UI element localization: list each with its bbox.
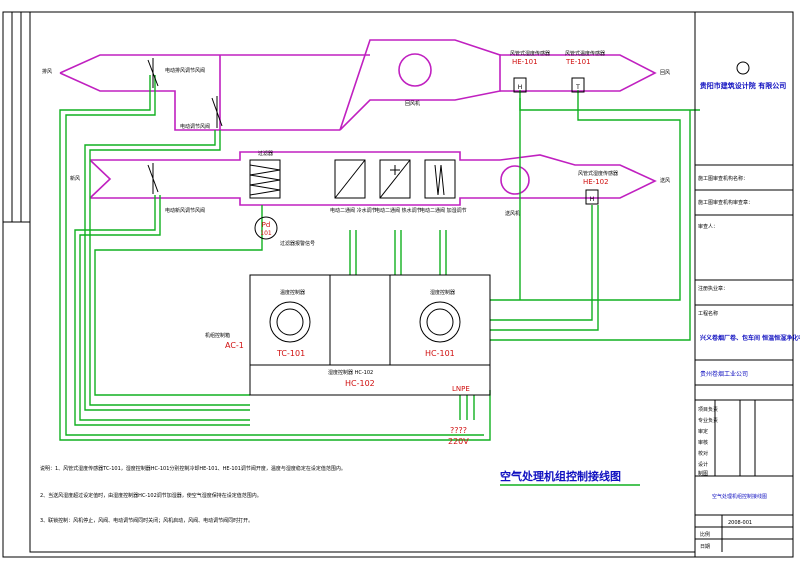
label-lnpe: LNPE bbox=[452, 385, 470, 393]
tag-tc101: TC-101 bbox=[276, 349, 305, 358]
left-margin-stamp bbox=[2, 11, 31, 223]
supply-duct-bottom bbox=[90, 197, 500, 206]
heating-coil-box bbox=[379, 159, 411, 199]
note-3: 3、联锁控制：风机停止，风阀、电动调节阀同时关闭；风机启动，风阀、电动调节阀同时… bbox=[40, 517, 253, 524]
label-exhaust-damper: 电动排风调节风阀 bbox=[165, 67, 205, 74]
tb-role-6: 制图 bbox=[698, 470, 708, 477]
label-heat-coil: 电动二通阀 热水调节 bbox=[375, 207, 422, 214]
temp-sensor-te101 bbox=[571, 77, 585, 93]
tb-number: 2008-001 bbox=[728, 520, 752, 526]
label-filter: 过滤器 bbox=[258, 150, 273, 157]
tag-hc102: HC-102 bbox=[345, 379, 375, 388]
supply-duct-top bbox=[90, 151, 500, 161]
damper-symbols bbox=[147, 58, 223, 194]
control-wiring bbox=[59, 75, 700, 441]
tb-drawing-name: 空气处理机组控制接线图 bbox=[712, 493, 767, 500]
return-fan-icon bbox=[398, 53, 432, 87]
tb-project-label: 工程名称 bbox=[698, 310, 718, 317]
label-humidifier: 电动二通阀 加湿调节 bbox=[420, 207, 467, 214]
tag-pd: Pd bbox=[262, 221, 271, 229]
label-fresh-damper: 电动新风调节风阀 bbox=[165, 207, 205, 214]
tb-row4: 注册执业章： bbox=[698, 285, 728, 292]
tag-te101: TE-101 bbox=[565, 58, 591, 66]
filter-box bbox=[249, 159, 281, 199]
label-voltage-q: ???? bbox=[450, 426, 467, 435]
tag-hc101: HC-101 bbox=[425, 349, 455, 358]
return-fan-housing bbox=[339, 39, 501, 131]
supply-fan-icon bbox=[500, 165, 530, 195]
tb-role-5: 设计 bbox=[698, 461, 708, 468]
label-cool-coil: 电动二通阀 冷水调节 bbox=[330, 207, 377, 214]
exhaust-duct-top bbox=[59, 54, 370, 74]
label-filter-alarm: 过滤器报警信号 bbox=[280, 240, 315, 247]
h-symbol-2: H bbox=[590, 196, 595, 203]
label-voltage: 220V bbox=[448, 437, 469, 446]
tb-row2: 施工图审查机构审查章： bbox=[698, 199, 753, 206]
label-mix-damper: 电动调节风阀 bbox=[180, 123, 210, 130]
company-name: 贵阳市建筑设计院 有限公司 bbox=[700, 81, 786, 90]
tb-role-0: 项目负责 bbox=[698, 406, 718, 413]
humidity-sensor-he102 bbox=[585, 189, 599, 205]
pressure-differential-switch bbox=[254, 216, 278, 240]
tag-pd-101: 101 bbox=[260, 230, 272, 237]
title-block bbox=[694, 11, 794, 558]
tb-client: 贵州卷烟工业公司 bbox=[700, 370, 748, 378]
label-panel: 机组控制箱 bbox=[205, 332, 230, 339]
tag-he102: HE-102 bbox=[583, 178, 609, 186]
temp-controller-dial bbox=[269, 301, 311, 343]
tag-he101: HE-101 bbox=[512, 58, 538, 66]
drawing-title: 空气处理机组控制接线图 bbox=[500, 469, 621, 483]
label-humidity-sensor-2: 风管式湿度传感器 bbox=[578, 170, 618, 177]
humidifier-box bbox=[424, 159, 456, 199]
tb-role-1: 专业负责 bbox=[698, 417, 718, 424]
t-symbol: T bbox=[575, 84, 580, 91]
tb-role-3: 审核 bbox=[698, 439, 708, 446]
humidity-controller-dial bbox=[419, 301, 461, 343]
humidity-sensor-he101 bbox=[513, 77, 527, 93]
note-2: 2、当送风湿度超过设定值时，由湿度控制器HC-102调节加湿器，使空气湿度保持在… bbox=[40, 492, 262, 499]
label-supply-air: 送风 bbox=[660, 177, 670, 184]
tag-ac1: AC-1 bbox=[225, 341, 244, 350]
tb-project: 兴义卷烟厂卷、包车间 恒温恒湿净化中央空调 bbox=[700, 334, 800, 342]
outer-border bbox=[2, 11, 794, 558]
h-symbol-1: H bbox=[518, 84, 523, 91]
cooling-coil-box bbox=[334, 159, 366, 199]
control-panel-box bbox=[249, 274, 491, 396]
label-hum-ctrl: 湿度控制器 bbox=[430, 289, 455, 296]
tb-scale: 比例 bbox=[700, 531, 710, 538]
label-supply-fan: 送风机 bbox=[505, 210, 520, 217]
tb-row3: 审查人： bbox=[698, 223, 718, 230]
label-return-air: 回风 bbox=[660, 70, 670, 76]
company-logo-icon bbox=[736, 61, 750, 75]
tb-row1: 施工图审查机构名称： bbox=[698, 175, 748, 182]
label-temp-ctrl: 温度控制器 bbox=[280, 289, 305, 296]
label-return-fan: 回风机 bbox=[405, 100, 420, 107]
label-fresh-air: 新风 bbox=[70, 175, 80, 182]
note-1: 说明：1、风管式湿度传感器TC-101，湿度控制器HC-101分别控制冷却HE-… bbox=[40, 465, 346, 472]
label-exhaust-air: 排风 bbox=[42, 68, 52, 75]
label-temp-sensor-1: 风管式温度传感器 bbox=[565, 50, 605, 57]
exhaust-duct-bottom bbox=[59, 72, 340, 131]
label-humidity-sensor-1: 风管式湿度传感器 bbox=[510, 50, 550, 57]
label-main-ctrl: 湿度控制器 HC-102 bbox=[328, 369, 373, 376]
tb-role-2: 审定 bbox=[698, 428, 708, 435]
tb-role-4: 校对 bbox=[698, 450, 708, 457]
tb-date: 日期 bbox=[700, 544, 710, 550]
